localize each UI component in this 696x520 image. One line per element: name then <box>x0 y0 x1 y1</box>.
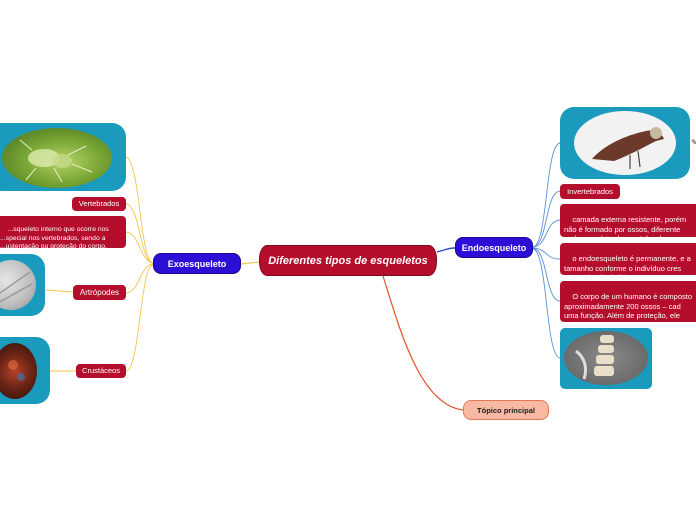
main-topic-node[interactable]: Tópico principal <box>463 400 549 420</box>
crustaceans-label: Crustáceos <box>82 366 120 375</box>
crustacean-photo <box>0 343 37 399</box>
insect-drawing <box>2 128 112 188</box>
internal-skeleton-node[interactable]: ...squeleto interno que ocorre nos ...sp… <box>0 216 126 248</box>
crustaceans-node[interactable]: Crustáceos <box>76 364 126 378</box>
link-endo-bird <box>533 143 560 247</box>
link-central-topic <box>383 276 463 410</box>
arthropods-node[interactable]: Artrópodes <box>73 285 126 300</box>
permanent-node[interactable]: o endoesqueleto é permanente, e a tamanh… <box>560 243 696 275</box>
central-topic-label: Diferentes tipos de esqueletos <box>268 255 428 267</box>
note-icon[interactable]: ✎ <box>691 138 696 147</box>
exoskeleton-node[interactable]: Exoesqueleto <box>153 253 241 274</box>
internal-skeleton-text: ...squeleto interno que ocorre nos ...sp… <box>0 226 109 250</box>
human-body-text: O corpo de um humano é composto aproxima… <box>564 292 692 329</box>
external-layer-node[interactable]: camada externa resistente, porém não é f… <box>560 204 696 237</box>
exoskeleton-label: Exoesqueleto <box>168 259 227 269</box>
link-exo-arthropod-img <box>45 290 73 292</box>
bird-skeleton-photo <box>574 111 676 175</box>
invertebrates-label: Invertebrados <box>567 187 613 196</box>
bird-skeleton-drawing <box>574 111 676 175</box>
link-endo-human <box>533 248 560 301</box>
link-central-endo <box>437 248 455 252</box>
spine-image-frame[interactable] <box>560 328 652 389</box>
main-topic-label: Tópico principal <box>477 406 535 415</box>
endoskeleton-node[interactable]: Endoesqueleto <box>455 237 533 258</box>
insect-photo <box>2 128 112 188</box>
insect-image-frame[interactable] <box>0 123 126 191</box>
link-exo-crustaceans <box>126 265 153 371</box>
arthropod-image-frame[interactable] <box>0 254 45 316</box>
spine-drawing <box>564 331 648 385</box>
external-layer-text: camada externa resistente, porém não é f… <box>564 215 686 243</box>
bird-image-frame[interactable] <box>560 107 690 179</box>
arthropods-label: Artrópodes <box>80 288 119 298</box>
link-endo-spine <box>533 249 560 358</box>
invertebrates-node[interactable]: Invertebrados <box>560 184 620 199</box>
crustacean-drawing <box>0 343 37 399</box>
central-topic[interactable]: Diferentes tipos de esqueletos <box>259 245 437 276</box>
arthropod-photo <box>0 260 36 310</box>
link-central-exo <box>241 262 259 264</box>
arthropod-drawing <box>0 260 36 310</box>
endoskeleton-label: Endoesqueleto <box>462 243 527 253</box>
spine-photo <box>564 331 648 385</box>
human-body-node[interactable]: O corpo de um humano é composto aproxima… <box>560 281 696 322</box>
vertebrates-node[interactable]: Vertebrados <box>72 197 126 211</box>
link-endo-invertebrates <box>533 191 560 247</box>
crustacean-image-frame[interactable] <box>0 337 50 404</box>
vertebrates-label: Vertebrados <box>79 199 119 208</box>
